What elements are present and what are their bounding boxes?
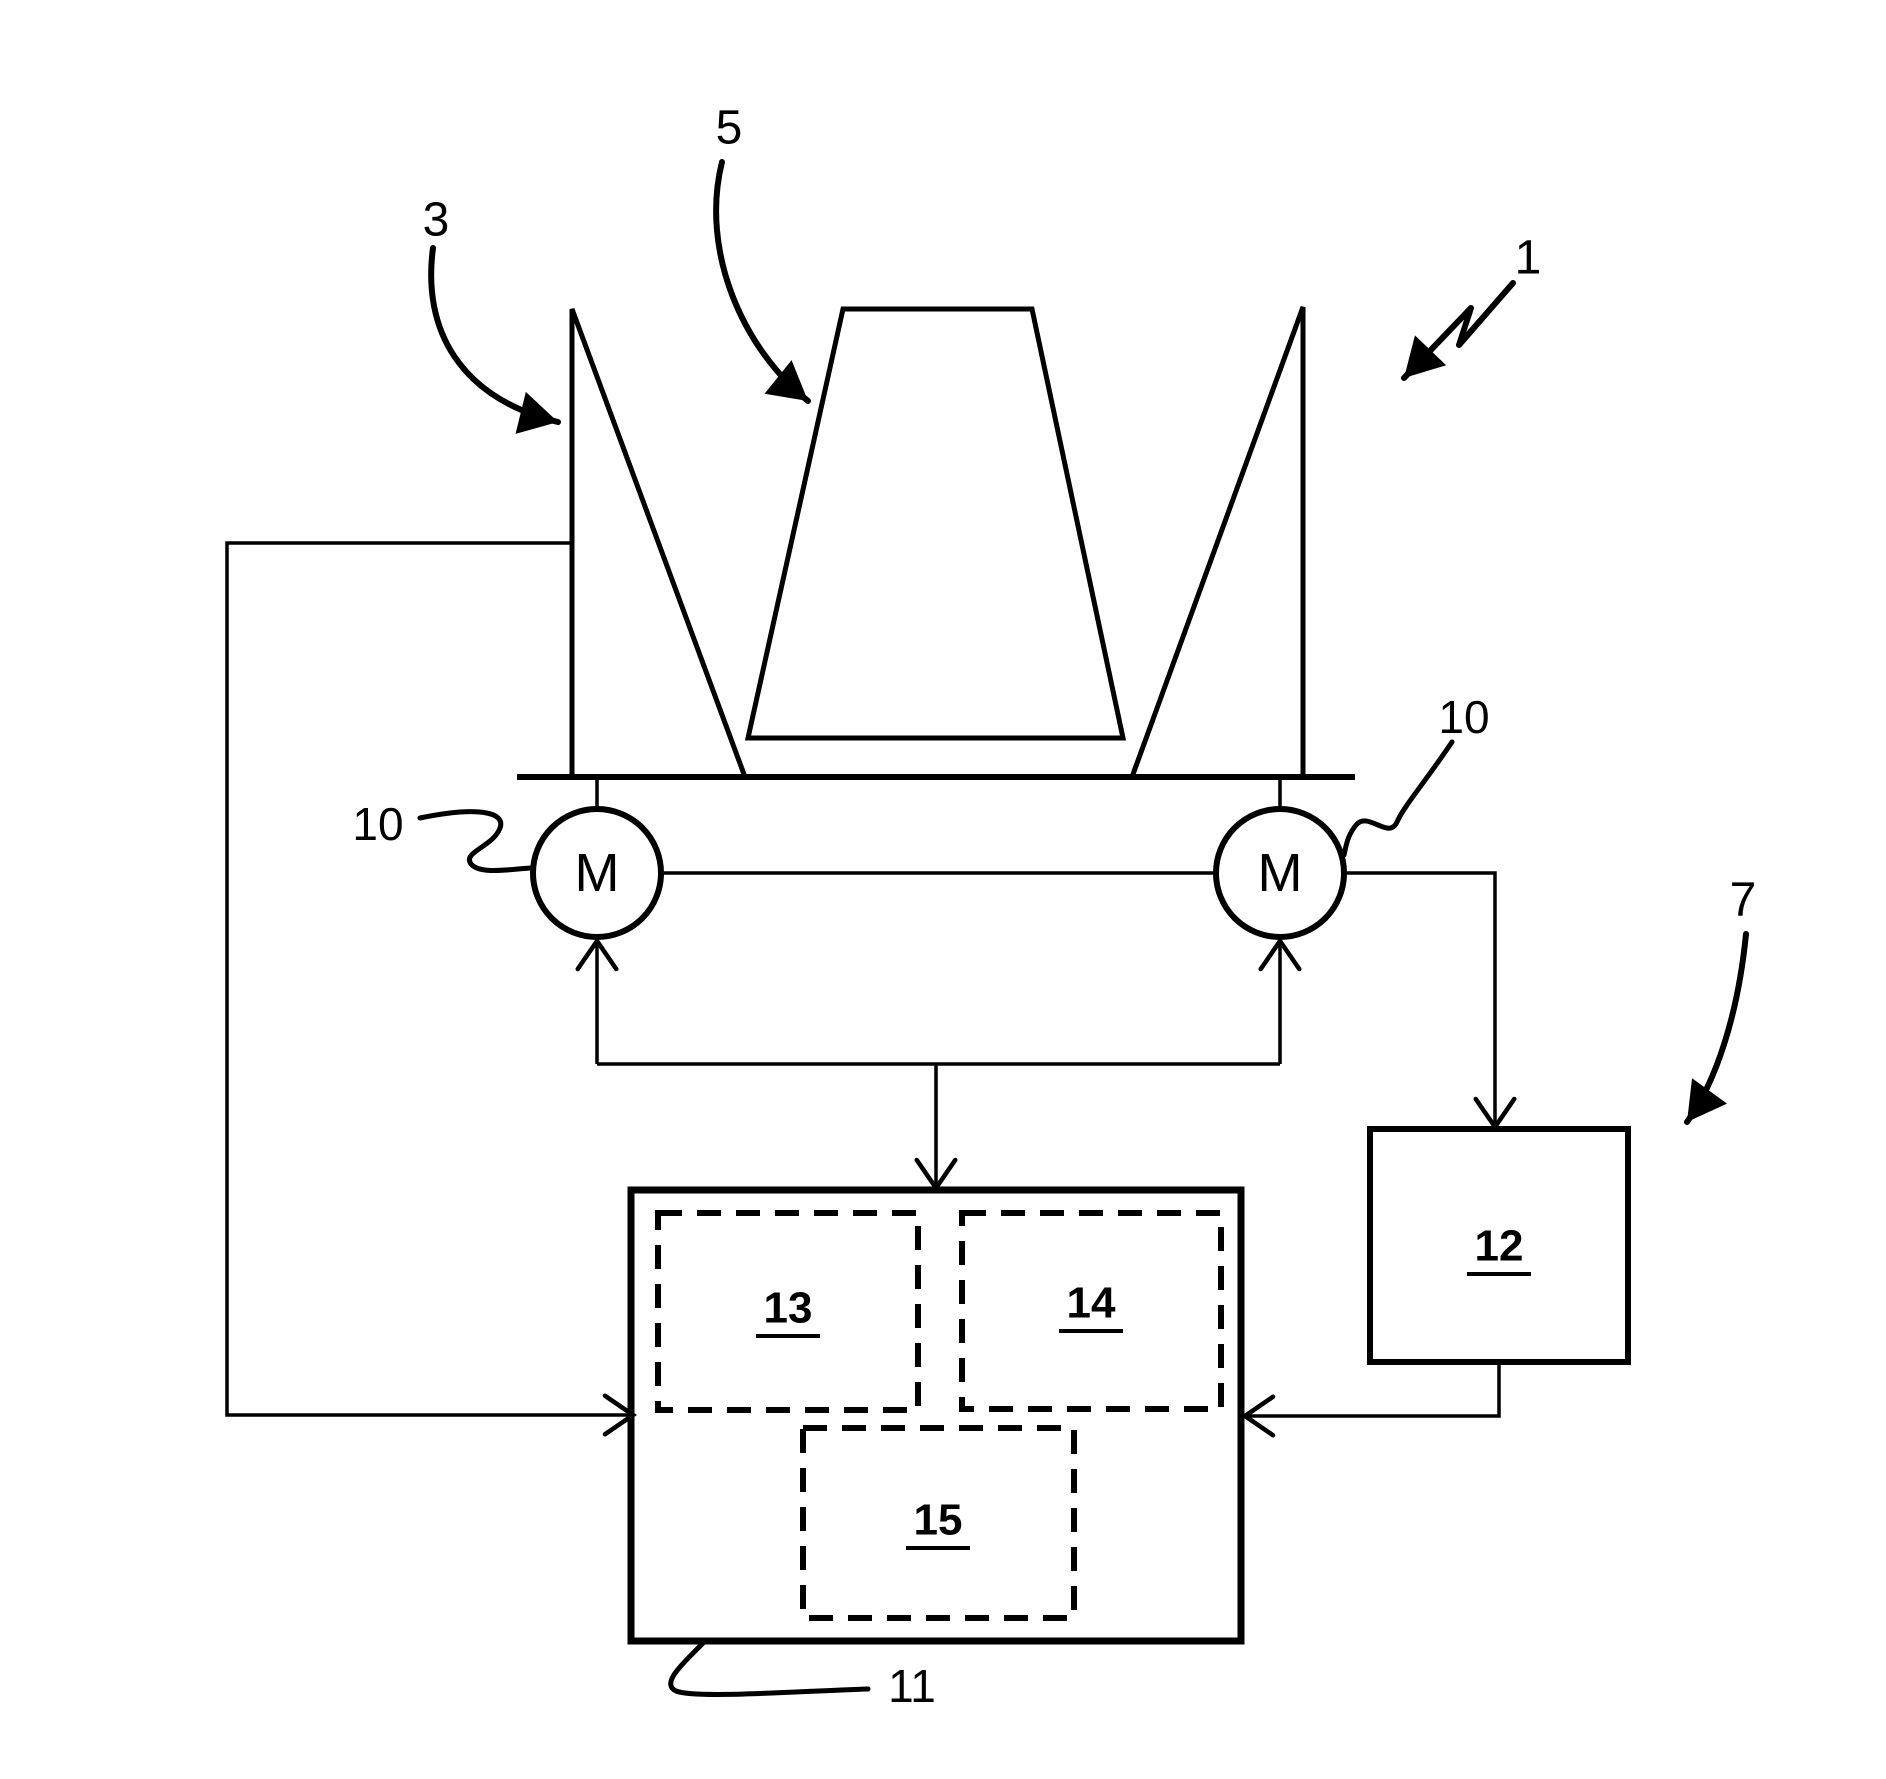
left-motor-circle	[530, 806, 664, 940]
left-sail-triangle	[569, 308, 749, 780]
right-motor-symbol: M	[1258, 843, 1303, 903]
motor-to-unit12-wire	[1344, 871, 1517, 1132]
module-13-label: 13	[764, 1284, 813, 1333]
ref-label-1: 1	[1515, 232, 1542, 285]
leader-arrow-5	[713, 159, 811, 404]
ref-label-7: 7	[1730, 874, 1757, 927]
leader-arrow-7	[1684, 931, 1749, 1125]
module-13-box	[655, 1210, 921, 1413]
module-15-label: 15	[914, 1496, 963, 1545]
left-motor-symbol: M	[575, 843, 620, 903]
ref-label-11: 11	[888, 1660, 936, 1712]
right-motor-circle	[1213, 806, 1347, 940]
unit-12-box	[1367, 1126, 1631, 1365]
unit12-to-controller-wire	[1240, 1362, 1501, 1438]
center-mast-trapezoid	[744, 306, 1127, 741]
module-14-box	[959, 1210, 1224, 1412]
ref-label-10-left: 10	[352, 798, 403, 850]
right-sail-triangle	[1128, 306, 1306, 780]
ref-label-10-right: 10	[1438, 691, 1489, 743]
leader-squiggle-10-left	[417, 809, 534, 874]
controller-box	[627, 1186, 1245, 1645]
leader-squiggle-10-right	[1341, 739, 1455, 858]
left-feedback-wire	[225, 541, 638, 1437]
ref-label-3: 3	[423, 194, 450, 247]
leader-arrow-1	[1401, 280, 1516, 381]
unit-12-label: 12	[1475, 1222, 1524, 1271]
leader-arrow-3	[428, 245, 561, 434]
leader-curve-11	[668, 1640, 871, 1697]
ref-label-5: 5	[716, 102, 743, 155]
module-15-box	[800, 1425, 1077, 1621]
module-14-label: 14	[1067, 1279, 1116, 1328]
